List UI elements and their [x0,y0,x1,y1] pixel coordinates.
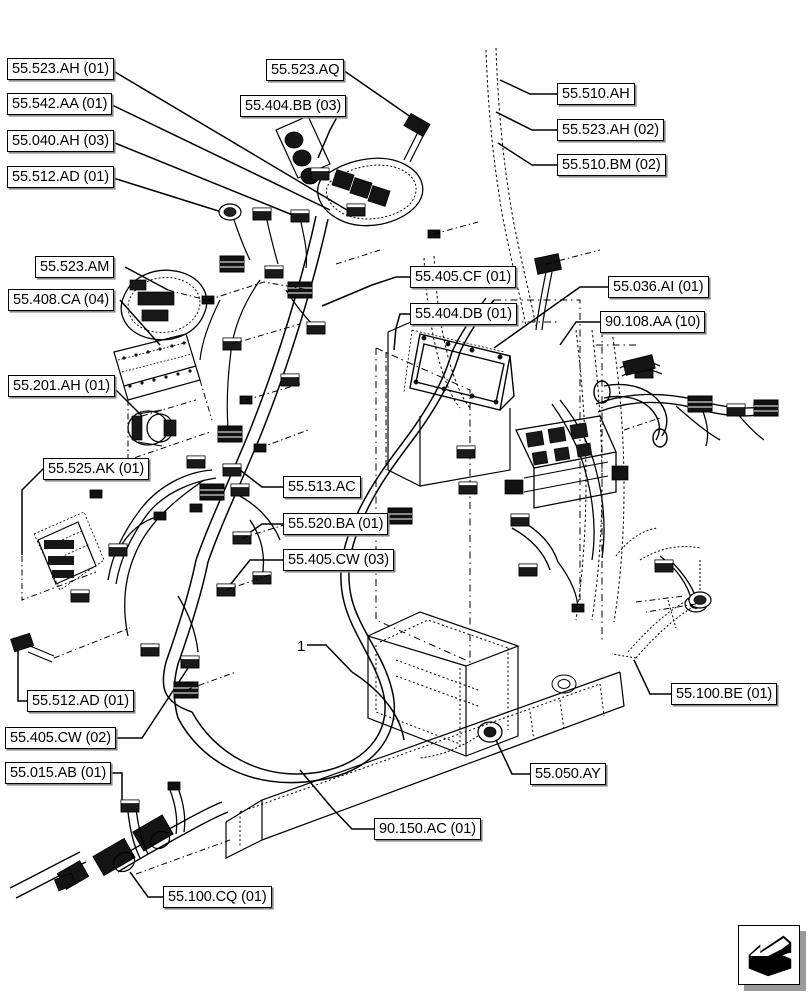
harness-upper-left-branches [199,213,315,429]
display-module-fasteners [413,335,503,405]
orientation-arrow-icon [738,925,800,985]
callout-55-512-ad-01-b[interactable]: 55.512.AD (01) [27,690,134,712]
fuse-relay-box [504,415,629,509]
callout-55-201-ah-01[interactable]: 55.201.AH (01) [8,375,115,397]
coupler-bodies [56,814,174,890]
lower-left-cluster-525ak [21,511,105,601]
callout-55-100-be-01[interactable]: 55.100.BE (01) [671,683,778,705]
rail-end-cap [551,674,577,694]
callout-55-050-ay[interactable]: 55.050.AY [530,763,606,785]
leader-lines-right [299,79,671,830]
chassis-tank [367,611,520,757]
callout-90-108-aa-10[interactable]: 90.108.AA (10) [600,311,706,333]
grommet-050ay [419,721,503,759]
steering-wheel-harness-523am [120,269,208,341]
callout-90-150-ac-01[interactable]: 90.150.AC (01) [374,818,481,840]
grommet-tubes [593,380,668,448]
callout-55-405-cw-02[interactable]: 55.405.CW (02) [5,727,116,749]
leader-line-item-1 [307,644,353,673]
chassis-rail-hidden [239,683,605,846]
callout-55-512-ad-01[interactable]: 55.512.AD (01) [7,166,114,188]
cab-post-dotted [423,47,625,623]
harness-main-trunk [177,297,495,784]
callout-55-523-aq[interactable]: 55.523.AQ [266,59,345,81]
callout-55-542-aa-01[interactable]: 55.542.AA (01) [7,93,113,115]
callout-55-513-ac[interactable]: 55.513.AC [283,476,361,498]
callout-55-100-cq-01[interactable]: 55.100.CQ (01) [163,886,272,908]
display-module [403,329,515,411]
orientation-arrow-glyph [748,935,792,977]
harness-left-branches [107,469,281,653]
callout-55-520-ba-01[interactable]: 55.520.BA (01) [283,513,389,535]
harness-right-branches [511,393,767,611]
callout-55-510-bm-02[interactable]: 55.510.BM (02) [557,154,666,176]
chassis-rail [225,671,625,859]
callout-55-405-cf-01[interactable]: 55.405.CF (01) [410,266,517,288]
ignition-switch-201ah [127,409,177,447]
callout-55-523-ah-01[interactable]: 55.523.AH (01) [7,58,114,80]
steering-column-cluster [317,112,431,227]
item-number-1: 1 [297,638,306,655]
harness-vertical-trunk [162,215,329,719]
callout-55-510-ah[interactable]: 55.510.AH [557,83,635,105]
callout-55-015-ab-01[interactable]: 55.015.AB (01) [5,762,112,784]
callout-55-405-cw-03[interactable]: 55.405.CW (03) [283,549,394,571]
callout-55-404-db-01[interactable]: 55.404.DB (01) [410,303,517,325]
reference-dashdot-lines [135,221,697,875]
callout-55-523-am[interactable]: 55.523.AM [35,256,115,278]
loose-connectors-512ad [10,627,131,663]
bottom-left-couplers [9,781,229,899]
pigtail-405cf [534,253,562,331]
callout-55-408-ca-04[interactable]: 55.408.CA (04) [8,289,115,311]
callout-55-036-ai-01[interactable]: 55.036.AI (01) [608,276,709,298]
harness-90108aa [619,354,663,377]
callout-55-525-ak-01[interactable]: 55.525.AK (01) [43,458,150,480]
callout-55-523-ah-02[interactable]: 55.523.AH (02) [557,119,664,141]
callout-55-040-ah-03[interactable]: 55.040.AH (03) [7,130,114,152]
callout-55-404-bb-03[interactable]: 55.404.BB (03) [240,95,347,117]
bracket-100be [611,527,712,659]
